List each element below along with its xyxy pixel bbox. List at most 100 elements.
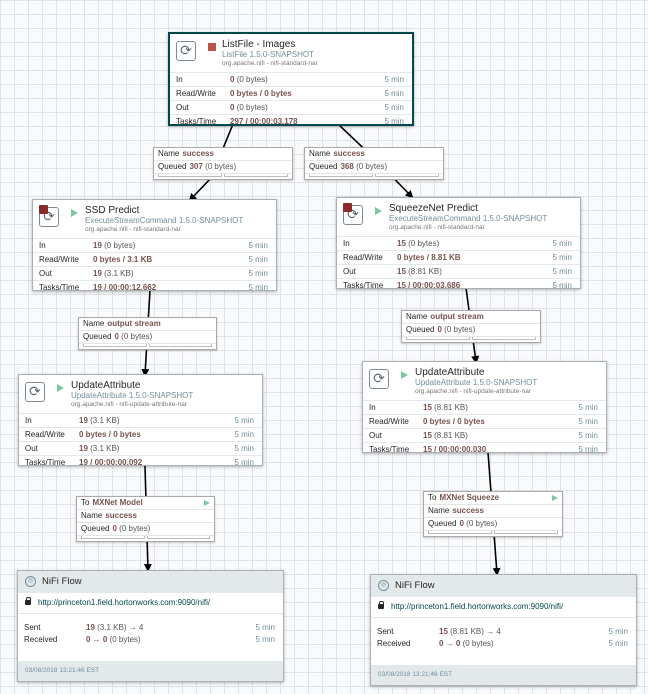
processor-name: SSD Predict: [85, 205, 140, 216]
queue-progress-bar: [427, 531, 559, 534]
processor-type: ExecuteStreamCommand 1.5.0-SNAPSHOT: [389, 214, 548, 223]
remote-process-group-left[interactable]: ◎ NiFi Flow http://princeton1.field.hort…: [17, 570, 284, 682]
processor-type: UpdateAttribute 1.5.0-SNAPSHOT: [71, 391, 194, 400]
rpg-name: NiFi Flow: [42, 576, 82, 587]
rpg-header: ◎ NiFi Flow: [371, 575, 636, 597]
stopped-icon: [208, 43, 216, 51]
processor-bundle: org.apache.nifi - nifi-standard-nar: [389, 224, 485, 231]
rpg-timestamp: 03/08/2018 13:21:46 EST: [18, 661, 283, 681]
processor-icon: ⟳: [176, 41, 196, 61]
connection-destination: MXNet Squeeze: [439, 493, 500, 502]
processor-type: ListFile 1.5.0-SNAPSHOT: [222, 50, 315, 59]
lock-icon: [378, 601, 384, 609]
processor-name: UpdateAttribute: [415, 367, 485, 378]
processor-listfile[interactable]: ⟳ ListFile - Images ListFile 1.5.0-SNAPS…: [168, 32, 414, 126]
queued-count: 0 (0 bytes): [112, 524, 151, 533]
processor-updateattribute-left[interactable]: ⟳ UpdateAttribute UpdateAttribute 1.5.0-…: [18, 374, 263, 469]
running-icon: [204, 500, 210, 506]
running-icon: [401, 371, 408, 379]
running-icon: [57, 384, 64, 392]
processor-name: SqueezeNet Predict: [389, 203, 478, 214]
processor-type: ExecuteStreamCommand 1.5.0-SNAPSHOT: [85, 216, 244, 225]
remote-group-icon: ◎: [25, 576, 36, 587]
queue-progress-bar: [82, 344, 213, 347]
processor-name: ListFile - Images: [222, 39, 296, 50]
connection-destination: MXNet Model: [92, 498, 143, 507]
queue-progress-bar: [405, 337, 537, 340]
remote-group-icon: ◎: [378, 580, 389, 591]
connection-name: success: [333, 149, 365, 158]
connection-name: output stream: [430, 312, 484, 321]
connection-name: success: [105, 511, 137, 520]
queued-count: 0 (0 bytes): [437, 325, 476, 334]
processor-header: ⟳ ListFile - Images ListFile 1.5.0-SNAPS…: [170, 34, 412, 72]
processor-ssd-predict[interactable]: ⟳ SSD Predict ExecuteStreamCommand 1.5.0…: [32, 199, 277, 294]
connection-name: success: [182, 149, 214, 158]
queued-count: 0 (0 bytes): [459, 519, 498, 528]
running-icon: [552, 495, 558, 501]
processor-squeezenet-predict[interactable]: ⟳ SqueezeNet Predict ExecuteStreamComman…: [336, 197, 581, 292]
processor-header: ⟳ UpdateAttribute UpdateAttribute 1.5.0-…: [363, 362, 606, 400]
rpg-header: ◎ NiFi Flow: [18, 571, 283, 593]
rpg-url[interactable]: http://princeton1.field.hortonworks.com:…: [18, 593, 283, 614]
queue-progress-bar: [80, 536, 211, 539]
processor-bundle: org.apache.nifi - nifi-update-attribute-…: [415, 388, 531, 395]
running-icon: [375, 207, 382, 215]
restricted-badge-icon: [343, 203, 352, 212]
rpg-url[interactable]: http://princeton1.field.hortonworks.com:…: [371, 597, 636, 618]
processor-header: ⟳ UpdateAttribute UpdateAttribute 1.5.0-…: [19, 375, 262, 413]
processor-updateattribute-right[interactable]: ⟳ UpdateAttribute UpdateAttribute 1.5.0-…: [362, 361, 607, 456]
queued-count: 0 (0 bytes): [114, 332, 153, 341]
processor-bundle: org.apache.nifi - nifi-standard-nar: [222, 60, 318, 67]
lock-icon: [25, 597, 31, 605]
processor-icon: ⟳: [25, 382, 45, 402]
queue-progress-bar: [308, 174, 440, 177]
remote-process-group-right[interactable]: ◎ NiFi Flow http://princeton1.field.hort…: [370, 574, 637, 686]
rpg-name: NiFi Flow: [395, 580, 435, 591]
restricted-badge-icon: [39, 205, 48, 214]
connection-name: output stream: [107, 319, 161, 328]
queue-progress-bar: [157, 174, 289, 177]
processor-icon: ⟳: [369, 369, 389, 389]
processor-header: ⟳ SSD Predict ExecuteStreamCommand 1.5.0…: [33, 200, 276, 238]
running-icon: [71, 209, 78, 217]
queued-count: 368 (0 bytes): [340, 162, 388, 171]
rpg-timestamp: 03/08/2018 13:21:46 EST: [371, 665, 636, 685]
queued-count: 307 (0 bytes): [189, 162, 237, 171]
processor-type: UpdateAttribute 1.5.0-SNAPSHOT: [415, 378, 538, 387]
processor-name: UpdateAttribute: [71, 380, 141, 391]
processor-header: ⟳ SqueezeNet Predict ExecuteStreamComman…: [337, 198, 580, 236]
connection-name: success: [452, 506, 484, 515]
processor-bundle: org.apache.nifi - nifi-update-attribute-…: [71, 401, 187, 408]
